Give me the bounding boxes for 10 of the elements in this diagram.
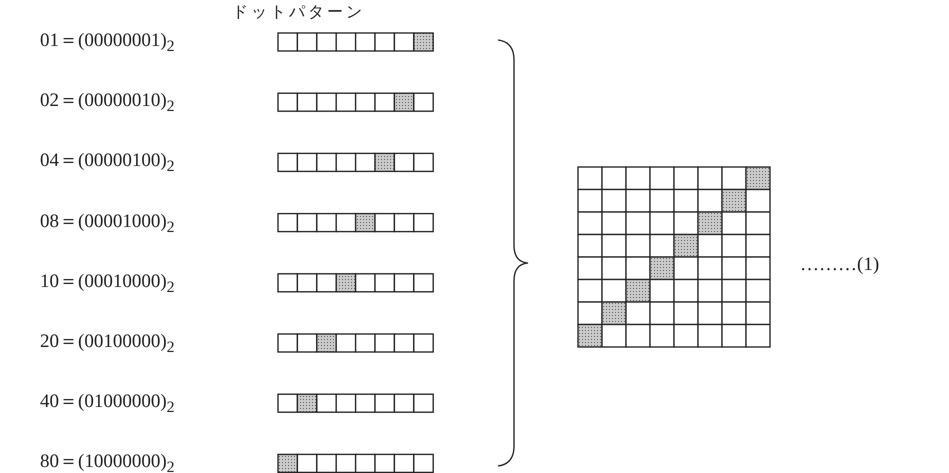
equation-number: ………(1) bbox=[800, 254, 880, 276]
binary-equation: 20＝(00100000)$_{2}$ bbox=[40, 331, 175, 358]
binary-equation: 10＝(00010000)$_{2}$ bbox=[40, 270, 175, 298]
binary-equation: 40＝(01000000)$_{2}$ bbox=[40, 391, 175, 418]
binary-equation: 80＝(10000000)$_{2}$ bbox=[40, 451, 175, 473]
column-heading: ドットパターン bbox=[232, 3, 365, 23]
binary-equation: 08＝(00001000)$_{2}$ bbox=[40, 210, 175, 238]
binary-equation: 01＝(00000001)$_{2}$ bbox=[40, 30, 175, 57]
binary-equation: 02＝(00000010)$_{2}$ bbox=[40, 90, 175, 117]
binary-equation: 04＝(00000100)$_{2}$ bbox=[40, 150, 175, 178]
